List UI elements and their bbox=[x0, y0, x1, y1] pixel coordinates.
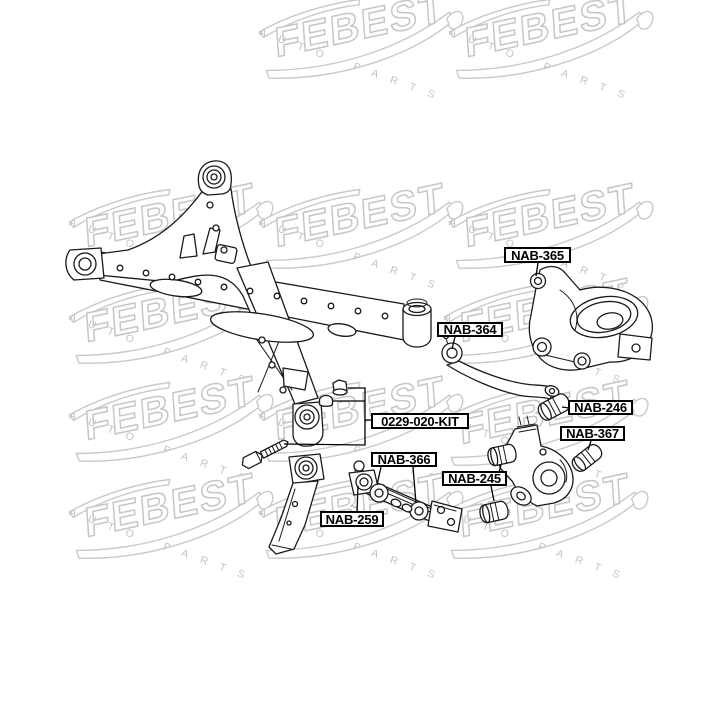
leader-nab-365 bbox=[535, 262, 539, 277]
bushing-nab-245-lower bbox=[479, 500, 509, 524]
part-label-nab-366: NAB-366 bbox=[371, 452, 437, 467]
leader-nab-245-lower bbox=[490, 485, 495, 502]
leader-nab-259 bbox=[356, 485, 359, 513]
leader-nab-364 bbox=[451, 336, 456, 350]
part-label-nab-364: NAB-364 bbox=[437, 322, 503, 337]
part-label-nab-367: NAB-367 bbox=[560, 426, 625, 441]
kit-nut bbox=[332, 379, 348, 396]
bushing-nab-245-upper bbox=[487, 443, 517, 467]
leader-nab-367 bbox=[587, 440, 592, 451]
bushing-nab-367 bbox=[571, 443, 603, 473]
upper-control-arm bbox=[441, 332, 560, 400]
part-label-nab-245: NAB-245 bbox=[442, 471, 507, 486]
leader-lines bbox=[283, 262, 592, 513]
lateral-arm bbox=[348, 460, 463, 533]
leader-nab-366-front bbox=[376, 466, 382, 486]
kit-bolt bbox=[241, 439, 289, 470]
part-label-nab-246: NAB-246 bbox=[568, 400, 633, 415]
subframe-holes bbox=[116, 201, 389, 394]
leader-kit-bracket bbox=[283, 387, 371, 446]
part-label-nab-259: NAB-259 bbox=[320, 511, 384, 527]
trailing-arm bbox=[268, 453, 325, 555]
rear-arm-assembly bbox=[528, 265, 653, 371]
kit-washer bbox=[318, 394, 334, 407]
leader-nab-366-rear bbox=[412, 466, 417, 504]
knuckle bbox=[497, 415, 574, 507]
leader-nab-246 bbox=[561, 406, 570, 409]
leader-nab-245-upper bbox=[498, 464, 502, 473]
bushing-nab-246 bbox=[537, 393, 571, 421]
part-label-nab-365: NAB-365 bbox=[504, 247, 571, 263]
subframe-crossmember bbox=[65, 160, 432, 447]
part-label-0229-020-kit: 0229-020-KIT bbox=[371, 413, 469, 429]
